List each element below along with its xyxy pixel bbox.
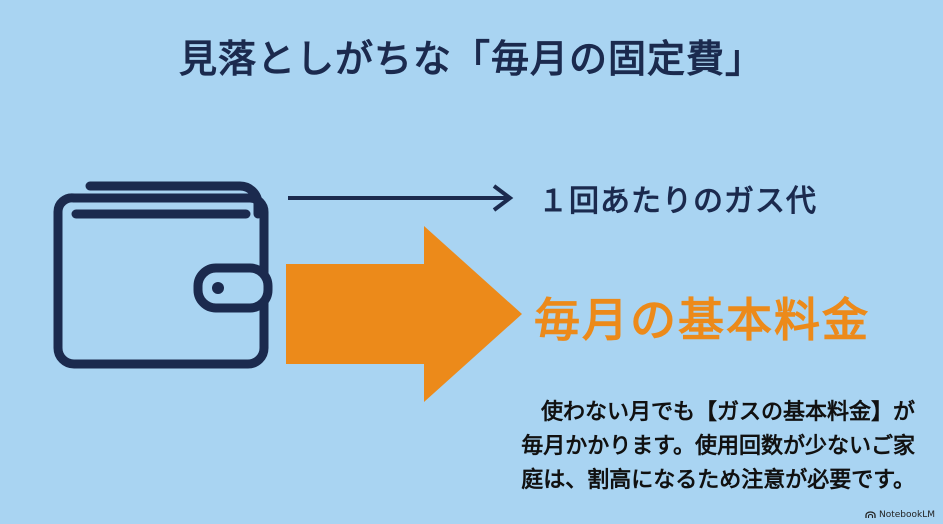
notebooklm-watermark: NotebookLM <box>865 510 935 520</box>
explanation-text: 使わない月でも【ガスの基本料金】が 毎月かかります。使用回数が少ないご家 庭は、… <box>445 396 915 498</box>
big-arrow-right-icon <box>286 226 522 402</box>
watermark-text: NotebookLM <box>878 510 935 520</box>
monthly-base-fee-label: 毎月の基本料金 <box>534 293 870 347</box>
explanation-line-3: 庭は、割高になるため注意が必要です。 <box>521 468 915 494</box>
wallet-icon <box>53 181 273 369</box>
arrow-right-icon <box>288 184 514 212</box>
page-title: 見落としがちな「毎月の固定費」 <box>178 37 764 81</box>
per-use-gas-cost-label: １回あたりのガス代 <box>538 184 817 219</box>
notebooklm-logo-icon <box>865 511 876 518</box>
explanation-line-1: 使わない月でも【ガスの基本料金】が <box>540 400 915 425</box>
explanation-line-2: 毎月かかります。使用回数が少ないご家 <box>521 434 915 460</box>
